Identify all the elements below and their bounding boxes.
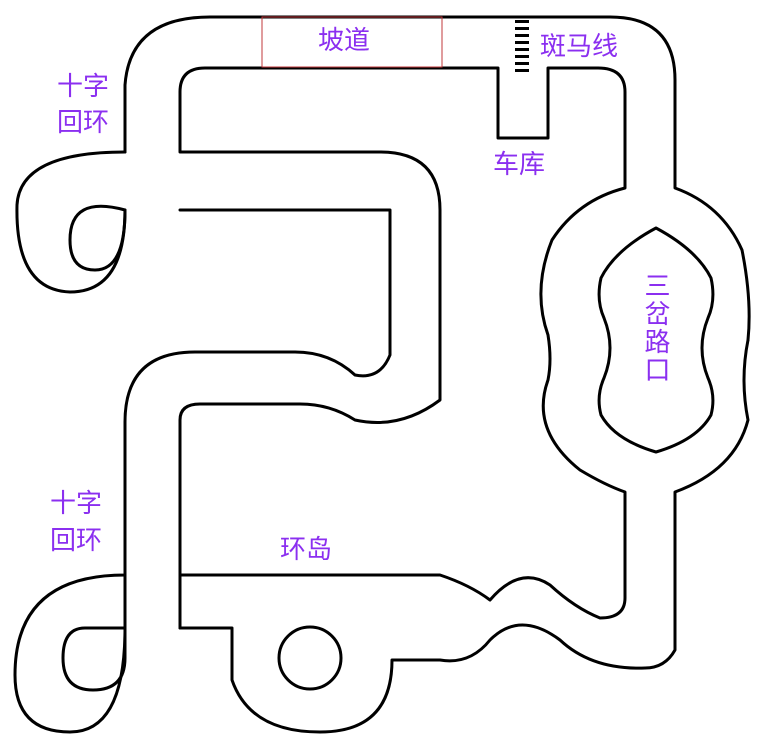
- ramp-label: 坡道: [318, 26, 371, 56]
- fork-label: 三岔路口: [640, 272, 670, 384]
- cross-loop-bottom: [61, 573, 182, 692]
- outer-track-boundary: [13, 15, 751, 734]
- roundabout-island: [277, 625, 343, 691]
- zebra-crossing-label: 斑马线: [540, 32, 619, 62]
- cross-loop-top-label-line1: 十字: [57, 72, 110, 102]
- fork-island: [597, 226, 715, 454]
- cross-loop-top: [68, 204, 127, 272]
- zebra-crossing: [515, 20, 529, 72]
- cross-loop-bottom-label-line2: 回环: [50, 526, 103, 556]
- garage-label: 车库: [493, 150, 546, 180]
- cross-loop-top-label-line2: 回环: [57, 108, 110, 138]
- cross-loop-bottom-label-line1: 十字: [50, 489, 103, 519]
- roundabout-label: 环岛: [280, 535, 333, 565]
- ramp-box: [261, 16, 443, 68]
- inner-track-boundary: [178, 66, 627, 620]
